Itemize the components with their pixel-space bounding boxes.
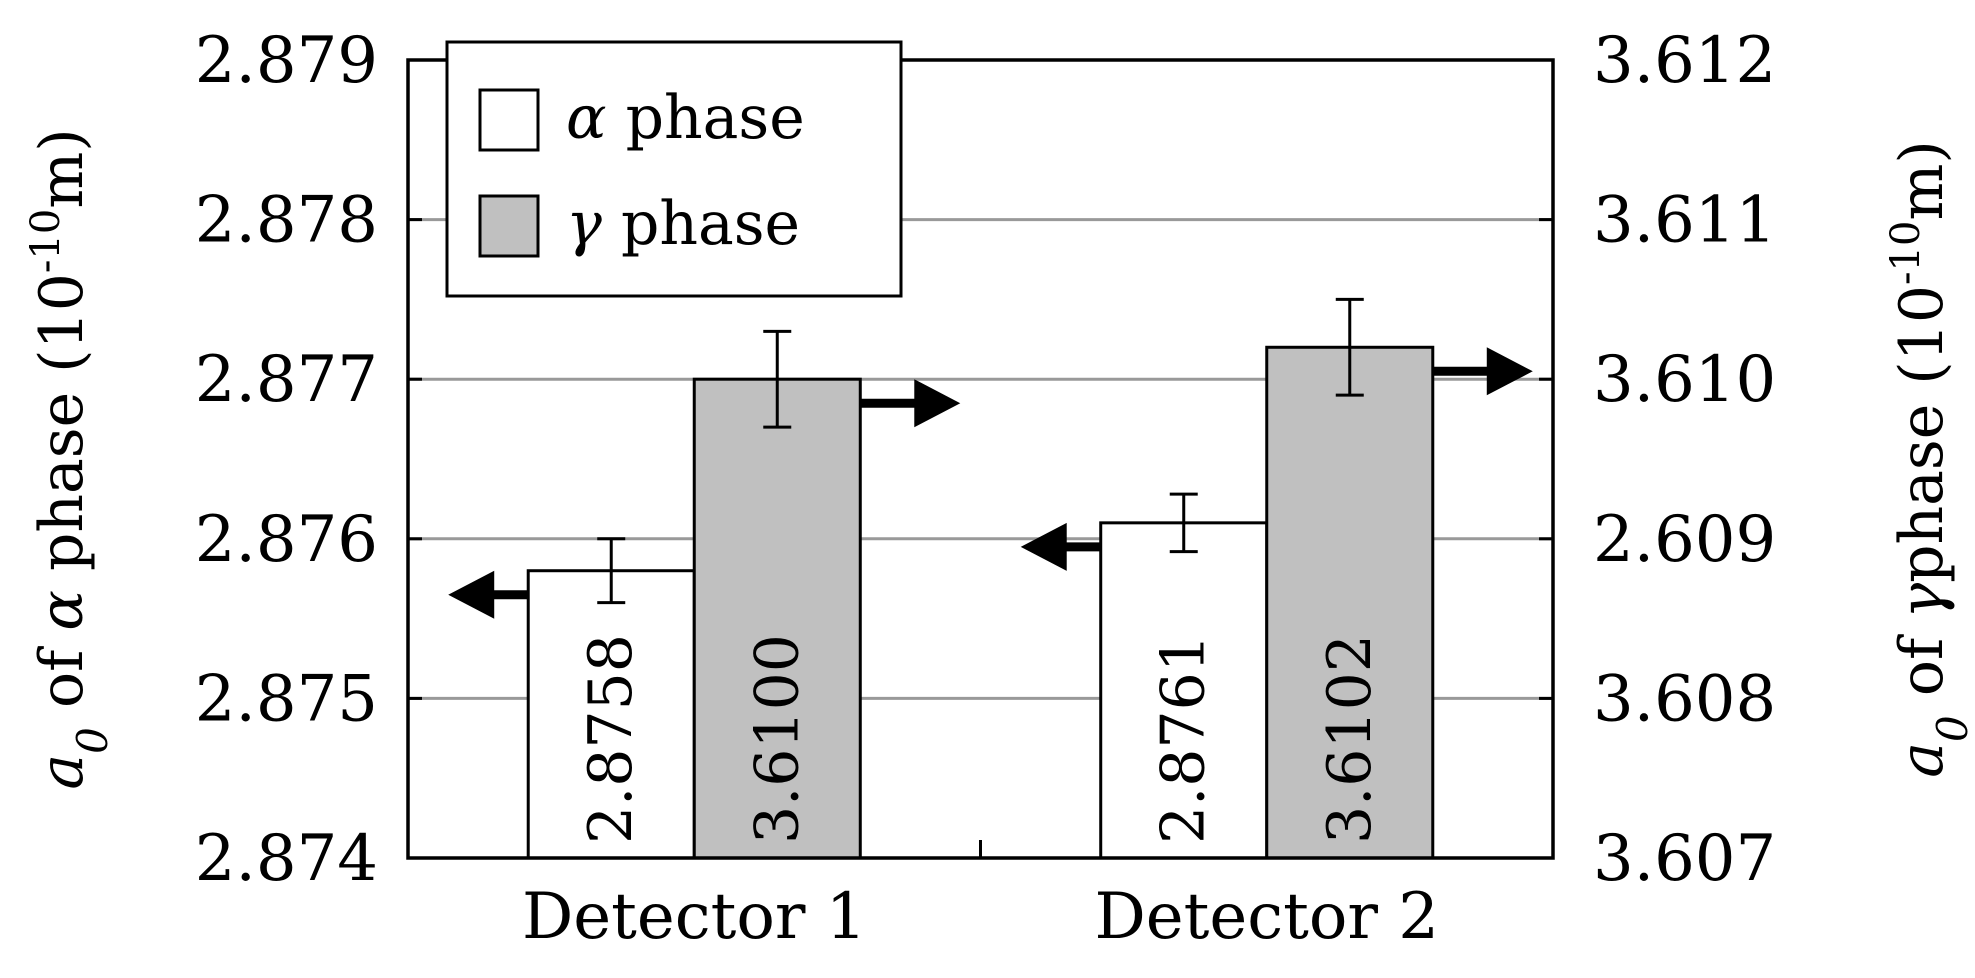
legend-label-alpha: α phase [566, 83, 805, 153]
legend: α phase γ phase [445, 40, 903, 298]
left-tick-label: 2.878 [195, 184, 378, 258]
bar-value-label: 3.6100 [742, 634, 812, 844]
category-label: Detector 2 [1094, 880, 1439, 954]
left-axis-title: a0 of α phase (10-10m) [23, 128, 117, 789]
left-tick-label: 2.876 [195, 503, 378, 577]
bars [526, 345, 1435, 860]
axis-arrows [448, 347, 1533, 619]
category-labels: Detector 1 Detector 2 [522, 880, 1439, 954]
legend-swatch-alpha [478, 88, 540, 152]
bar-value-labels: 2.8758 3.6100 2.8761 3.6102 [576, 634, 1385, 844]
bar-value-label: 2.8761 [1149, 634, 1219, 844]
legend-swatch-gamma [478, 194, 540, 258]
left-axis-arrow-head [448, 570, 495, 619]
left-tick-label: 2.875 [195, 662, 378, 736]
right-tick-label: 2.609 [1593, 503, 1776, 577]
right-axis-arrow-head [914, 379, 961, 428]
axis-ticks: 2.874 2.875 2.876 2.877 2.878 2.879 3.607 3.608… [195, 24, 1776, 896]
category-label: Detector 1 [522, 880, 867, 954]
error-bars [597, 297, 1364, 605]
right-tick-label: 3.610 [1593, 343, 1776, 417]
left-tick-label: 2.874 [195, 822, 378, 896]
bar-alpha-2 [1099, 521, 1269, 860]
right-tick-label: 3.612 [1593, 24, 1776, 98]
left-tick-label: 2.879 [195, 24, 378, 98]
bar-gamma-2 [1265, 345, 1435, 860]
right-tick-label: 3.607 [1593, 822, 1776, 896]
bar-value-label: 2.8758 [576, 634, 646, 844]
right-axis-arrow-head [1486, 347, 1533, 396]
bar-alpha-1 [526, 569, 696, 860]
bar-value-label: 3.6102 [1315, 634, 1385, 844]
left-axis-arrow-head [1020, 522, 1067, 571]
left-tick-label: 2.877 [195, 343, 378, 417]
right-tick-label: 3.608 [1593, 662, 1776, 736]
legend-label-gamma: γ phase [566, 189, 800, 259]
right-tick-label: 3.611 [1593, 184, 1776, 258]
right-axis-title: a0 of γphase (10-10m) [1883, 140, 1975, 778]
